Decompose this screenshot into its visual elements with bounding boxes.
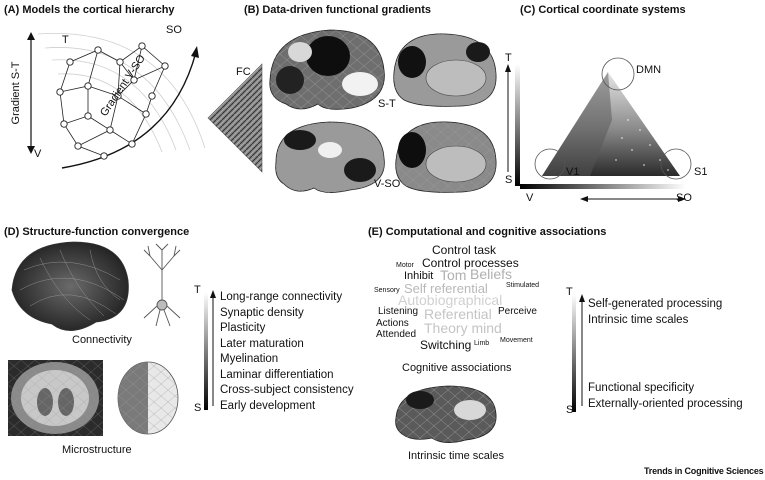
list-item: Laminar differentiation	[220, 368, 334, 381]
panel-e-axis-t: T	[566, 286, 573, 298]
s1-circle	[660, 148, 692, 180]
axis-label-s: S	[505, 174, 513, 186]
panel-c-title: (C) Cortical coordinate systems	[520, 4, 686, 16]
list-item: Myelination	[220, 353, 279, 365]
connectivity-brain-image	[11, 241, 129, 331]
list-item: Self-generated processing	[588, 298, 723, 310]
axis-label-t: T	[505, 52, 512, 64]
dmn-circle	[601, 57, 635, 91]
word-cloud-term: Control task	[432, 243, 497, 257]
panel-d-axis-t: T	[194, 284, 201, 296]
brain-vso-medial	[395, 121, 497, 193]
gradient-vso-arrow	[61, 51, 197, 169]
word-cloud-term: Theory mind	[424, 320, 502, 336]
association-top-list: Self-generated processing Intrinsic time…	[588, 297, 722, 328]
list-item: Plasticity	[220, 322, 266, 334]
label-intrinsic-time-scales: Intrinsic time scales	[408, 450, 504, 462]
list-item: Functional specificity	[588, 382, 695, 394]
word-cloud-term: Beliefs	[470, 266, 513, 282]
axis-label-gradient-st: Gradient S-T	[10, 61, 22, 125]
timescales-brain-image	[395, 385, 497, 443]
panel-d-title: (D) Structure-function convergence	[4, 226, 190, 238]
panel-a-title: (A) Models the cortical hierarchy	[4, 4, 175, 16]
panel-e-axis-s: S	[566, 404, 574, 416]
panel-c-diagram	[505, 57, 692, 202]
list-item: Intrinsic time scales	[588, 313, 689, 326]
brain-st-lateral	[269, 29, 385, 110]
word-cloud-term: Listening	[378, 306, 419, 317]
label-connectivity: Connectivity	[72, 334, 132, 346]
label-vso: V-SO	[374, 178, 401, 190]
word-cloud-term: Tom	[440, 267, 467, 283]
word-cloud-term: Movement	[500, 337, 533, 344]
word-cloud-term: Control processes	[422, 256, 519, 270]
label-so: SO	[166, 24, 182, 36]
word-cloud-term: Switching	[420, 338, 472, 352]
structure-function-list: Long-range connectivity Synaptic density…	[220, 290, 354, 414]
axis-t-gradient-bar	[515, 64, 520, 186]
word-cloud-term: Self referential	[404, 281, 488, 296]
brain-st-medial	[393, 33, 497, 107]
fc-matrix	[207, 63, 263, 173]
list-item: Early development	[220, 399, 316, 412]
word-cloud-term: Actions	[376, 318, 409, 329]
list-item: Long-range connectivity	[220, 291, 343, 303]
panel-d-axis	[204, 290, 216, 410]
word-cloud-term: Stimulated	[506, 282, 540, 289]
panel-b-title: (B) Data-driven functional gradients	[244, 4, 432, 16]
word-cloud-term: Perceive	[498, 306, 537, 317]
label-fc: FC	[236, 66, 251, 78]
axis-label-so: SO	[676, 192, 692, 204]
word-cloud-term: Autobiographical	[398, 292, 503, 308]
association-bottom-list: Functional specificity Externally-orient…	[588, 381, 743, 412]
word-cloud-term: Referential	[424, 306, 492, 322]
panel-d-axis-s: S	[194, 402, 202, 414]
panel-e-axis	[572, 294, 585, 412]
brain-vso-lateral	[275, 121, 385, 193]
microstructure-histology-image	[117, 361, 179, 435]
list-item: Cross-subject consistency	[220, 384, 354, 396]
label-t: T	[62, 34, 69, 46]
word-cloud-term: Attended	[376, 329, 417, 340]
network-nodes	[56, 42, 169, 160]
v1-circle	[534, 148, 566, 180]
journal-brand: Trends in Cognitive Sciences	[644, 466, 764, 476]
microstructure-mri-image	[8, 360, 103, 436]
axis-so-gradient-bar	[520, 184, 686, 189]
list-item: Externally-oriented processing	[588, 397, 743, 410]
word-cloud-term: Inhibit	[404, 270, 434, 282]
label-microstructure: Microstructure	[62, 444, 132, 456]
axis-label-v: V	[526, 192, 534, 204]
neuron-icon	[143, 243, 181, 327]
panel-a-diagram	[27, 32, 206, 169]
label-st: S-T	[378, 98, 396, 110]
label-s1: S1	[694, 166, 708, 178]
label-cognitive-associations: Cognitive associations	[402, 362, 512, 374]
label-v: V	[34, 148, 42, 160]
panel-e-title: (E) Computational and cognitive associat…	[368, 226, 607, 238]
list-item: Synaptic density	[220, 306, 304, 319]
word-cloud-term: Motor	[396, 262, 414, 269]
list-item: Later maturation	[220, 337, 304, 350]
label-v1: V1	[566, 166, 580, 178]
label-dmn: DMN	[636, 64, 662, 76]
word-cloud-term: Limb	[474, 340, 490, 347]
word-cloud-term: Sensory	[374, 287, 400, 294]
